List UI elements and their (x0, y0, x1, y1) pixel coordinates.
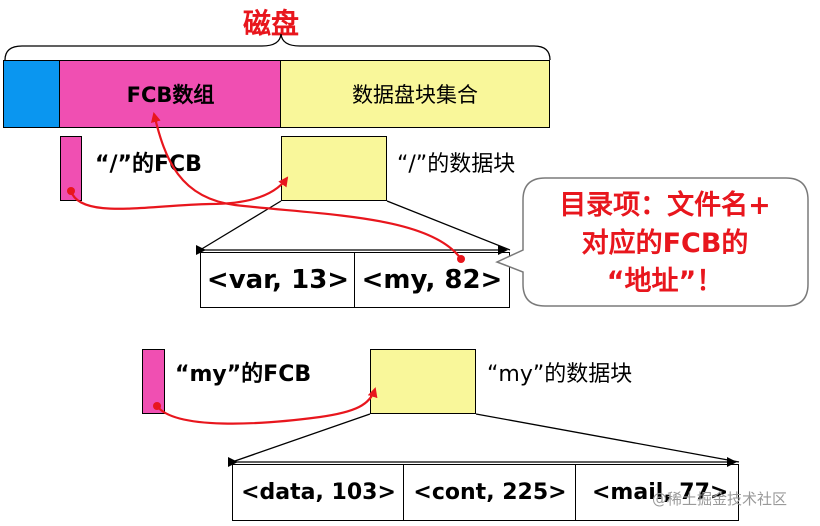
my-data-block (370, 349, 476, 414)
my-fcb-pointer-arrow (153, 387, 378, 425)
data-blocks-region: 数据盘块集合 (280, 60, 550, 128)
root-expansion-lines (196, 200, 511, 255)
my-entry-data: <data, 103> (232, 464, 405, 521)
my-fcb-label: “my”的FCB (175, 362, 312, 387)
my-entry-pointer-arrow (150, 112, 465, 263)
my-data-block-label: “my”的数据块 (487, 362, 633, 387)
disk-header-block (3, 60, 61, 128)
root-fcb-pointer-arrow (67, 176, 289, 210)
fcb-array-label: FCB数组 (126, 83, 215, 107)
root-data-block-label: “/”的数据块 (397, 152, 516, 177)
root-data-block (281, 136, 387, 201)
callout-bubble (495, 177, 809, 307)
callout-line-1: 目录项：文件名+ (559, 190, 771, 221)
diagram-title: 磁盘 (243, 7, 300, 40)
fcb-array-region: FCB数组 (59, 60, 282, 128)
my-expansion-lines (228, 413, 740, 467)
callout-line-3: “地址”！ (606, 266, 724, 297)
root-fcb-block (60, 136, 82, 201)
callout-text: 目录项：文件名+ 对应的FCB的 “地址”！ (526, 187, 804, 301)
root-entry-var: <var, 13> (200, 252, 356, 308)
data-blocks-label: 数据盘块集合 (352, 83, 478, 107)
watermark: @稀土掘金技术社区 (652, 490, 788, 508)
callout-line-2: 对应的FCB的 (581, 228, 749, 259)
my-fcb-block (142, 349, 165, 414)
root-fcb-label: “/”的FCB (95, 152, 202, 177)
my-entry-mail: <mail, 77> (575, 464, 739, 521)
my-entry-cont: <cont, 225> (403, 464, 577, 521)
